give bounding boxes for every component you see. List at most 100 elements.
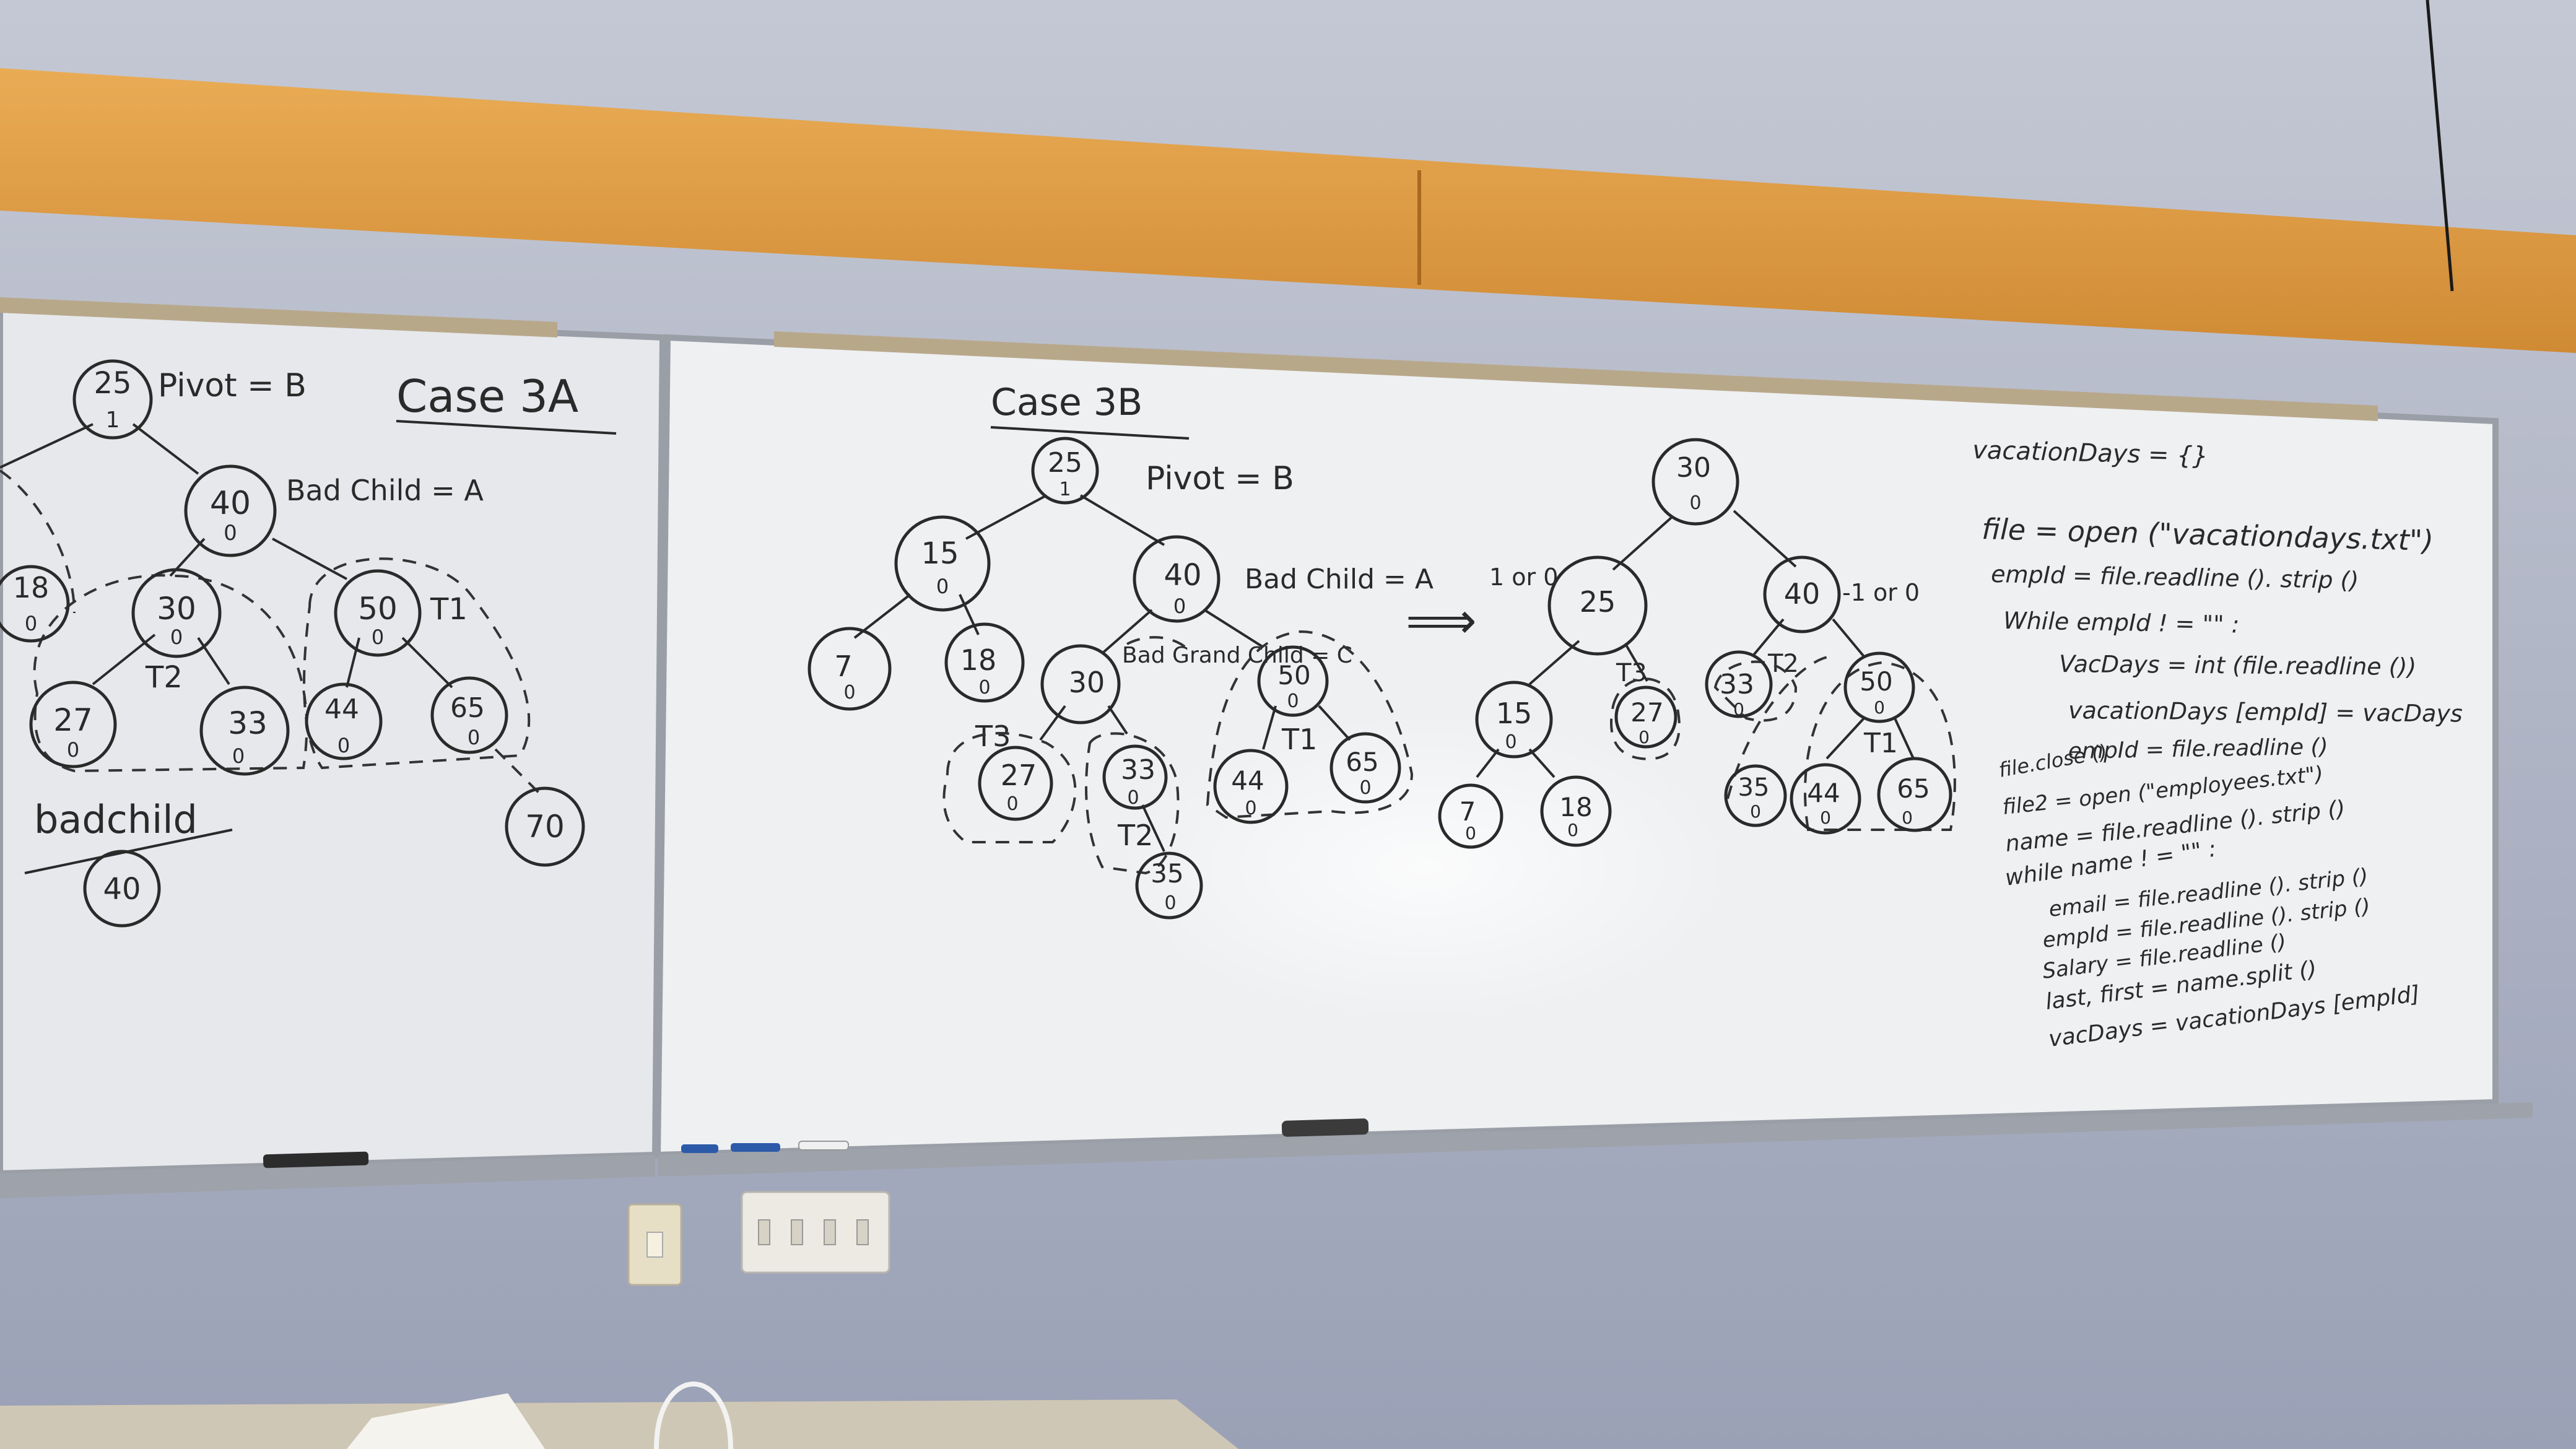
result-node-40: [1763, 555, 1841, 633]
light-glare: [1115, 712, 1734, 1022]
bad-child-label: Bad Child = A: [286, 474, 484, 507]
result-node-27: [1614, 685, 1677, 749]
3b-node-15: [894, 515, 991, 612]
result-node-30-value: 30: [1676, 452, 1711, 484]
result-node-18-value: 18: [1559, 792, 1592, 822]
3b-node-7-balance: 0: [843, 682, 855, 703]
result-node-35-value: 35: [1738, 773, 1770, 802]
desk: [0, 1399, 1238, 1449]
3b-node-18-balance: 0: [978, 677, 990, 698]
3b-node-65: [1329, 732, 1401, 804]
left-whiteboard: [0, 306, 666, 1177]
3a-node-25-balance: 1: [106, 407, 120, 433]
3a-node-40-value: 40: [210, 485, 251, 522]
result-note-left: 1 or 0: [1489, 564, 1558, 591]
result-node-30-balance: 0: [1689, 492, 1701, 514]
3a-node-50: [334, 569, 422, 657]
3b-node-33-balance: 0: [1127, 787, 1139, 809]
result-node-65-balance: 0: [1902, 807, 1913, 828]
result-node-35: [1724, 764, 1787, 827]
3b-node-44-value: 44: [1231, 765, 1264, 796]
3a-node-18-value: 18: [13, 571, 50, 604]
result-node-15-value: 15: [1496, 697, 1533, 730]
3a-node-70-value: 70: [525, 809, 565, 845]
switch-4[interactable]: [856, 1219, 869, 1245]
switch-toggle[interactable]: [646, 1232, 663, 1258]
paper: [347, 1393, 545, 1449]
transform-arrow: ⟹: [1406, 592, 1477, 650]
3a-node-70: [505, 786, 585, 867]
result-node-15-balance: 0: [1505, 731, 1516, 753]
result-node-44: [1790, 763, 1861, 835]
3b-node-7: [807, 627, 892, 711]
result-node-30: [1651, 438, 1739, 526]
3b-t1-label: T1: [1281, 723, 1317, 756]
result-node-33-value: 33: [1720, 669, 1754, 700]
result-node-7: [1438, 783, 1503, 849]
3a-node-18-balance: 0: [25, 612, 37, 635]
result-node-44-balance: 0: [1820, 807, 1831, 828]
3a-node-25: [72, 359, 153, 440]
result-tree-diagram: 1 or 0 -1 or 0 T1 T2 T3 30 0 25 40 15 0: [1438, 438, 1956, 849]
3a-node-25-value: 25: [94, 366, 131, 401]
result-node-44-value: 44: [1807, 778, 1840, 808]
3a-node-33-balance: 0: [232, 744, 245, 768]
3a-node-18: [0, 565, 70, 643]
result-node-18-balance: 0: [1567, 820, 1578, 840]
case-3a-label: Case 3A: [396, 370, 578, 422]
badchild-title: badchild: [34, 797, 198, 842]
main-board-tray: [658, 1102, 2533, 1177]
3b-bad-grandchild-label: Bad Grand Child = C: [1122, 643, 1352, 668]
result-node-65: [1877, 757, 1952, 832]
code-line-1: vacationDays = {}: [1972, 436, 2209, 471]
t2-label: T2: [145, 660, 183, 695]
result-node-50-balance: 0: [1874, 697, 1885, 718]
3a-node-30-balance: 0: [170, 625, 183, 649]
3a-node-40: [184, 464, 277, 557]
switch-plate: [741, 1191, 890, 1274]
3b-node-30-value: 30: [1069, 666, 1105, 699]
3b-node-27-balance: 0: [1006, 793, 1018, 815]
case-3a-diagram: Case 3A Pivot = B Bad Child = A T1 T2 ba…: [0, 359, 617, 928]
result-node-7-balance: 0: [1465, 823, 1476, 843]
3b-node-25: [1031, 437, 1099, 505]
result-note-right: -1 or 0: [1842, 579, 1920, 606]
3b-node-33-value: 33: [1121, 754, 1155, 786]
3b-pivot-label: Pivot = B: [1146, 460, 1294, 497]
3a-node-30-value: 30: [157, 591, 196, 627]
case-3b-diagram: Case 3B Pivot = B Bad Child = A Bad Gran…: [807, 381, 1477, 920]
switch-2[interactable]: [791, 1219, 803, 1245]
3a-node-40-balance: 0: [224, 521, 237, 546]
marker-blue: [681, 1144, 718, 1153]
case-3b-label: Case 3B: [991, 381, 1142, 424]
3a-node-65: [430, 676, 508, 754]
3a-node-27: [29, 681, 117, 768]
result-node-25: [1547, 555, 1648, 656]
hanging-cord: [2426, 0, 2454, 292]
eraser: [1281, 1118, 1369, 1137]
cable: [654, 1382, 733, 1449]
3b-node-44-balance: 0: [1245, 798, 1256, 819]
result-node-35-balance: 0: [1750, 801, 1761, 822]
marker-blue-2: [731, 1143, 780, 1152]
3a-node-33-value: 33: [228, 705, 268, 741]
result-node-27-value: 27: [1630, 697, 1663, 728]
3b-node-65-balance: 0: [1359, 777, 1371, 799]
3b-node-33: [1102, 744, 1168, 810]
3b-node-18-value: 18: [960, 643, 997, 677]
result-node-33: [1705, 650, 1773, 718]
result-node-15: [1475, 681, 1553, 759]
pivot-label: Pivot = B: [158, 367, 307, 404]
result-node-25-value: 25: [1580, 585, 1616, 619]
switch-3[interactable]: [824, 1219, 836, 1245]
switch-1[interactable]: [758, 1219, 770, 1245]
code-line-6: vacationDays [empId] = vacDays: [2068, 697, 2463, 728]
3a-node-30: [131, 568, 222, 658]
result-node-40-value: 40: [1784, 577, 1821, 611]
3b-node-15-balance: 0: [936, 575, 949, 598]
3b-node-65-value: 65: [1346, 747, 1378, 777]
3b-bad-child-label: Bad Child = A: [1245, 564, 1434, 595]
result-node-33-balance: 0: [1733, 699, 1744, 720]
3a-node-50-balance: 0: [372, 625, 384, 649]
